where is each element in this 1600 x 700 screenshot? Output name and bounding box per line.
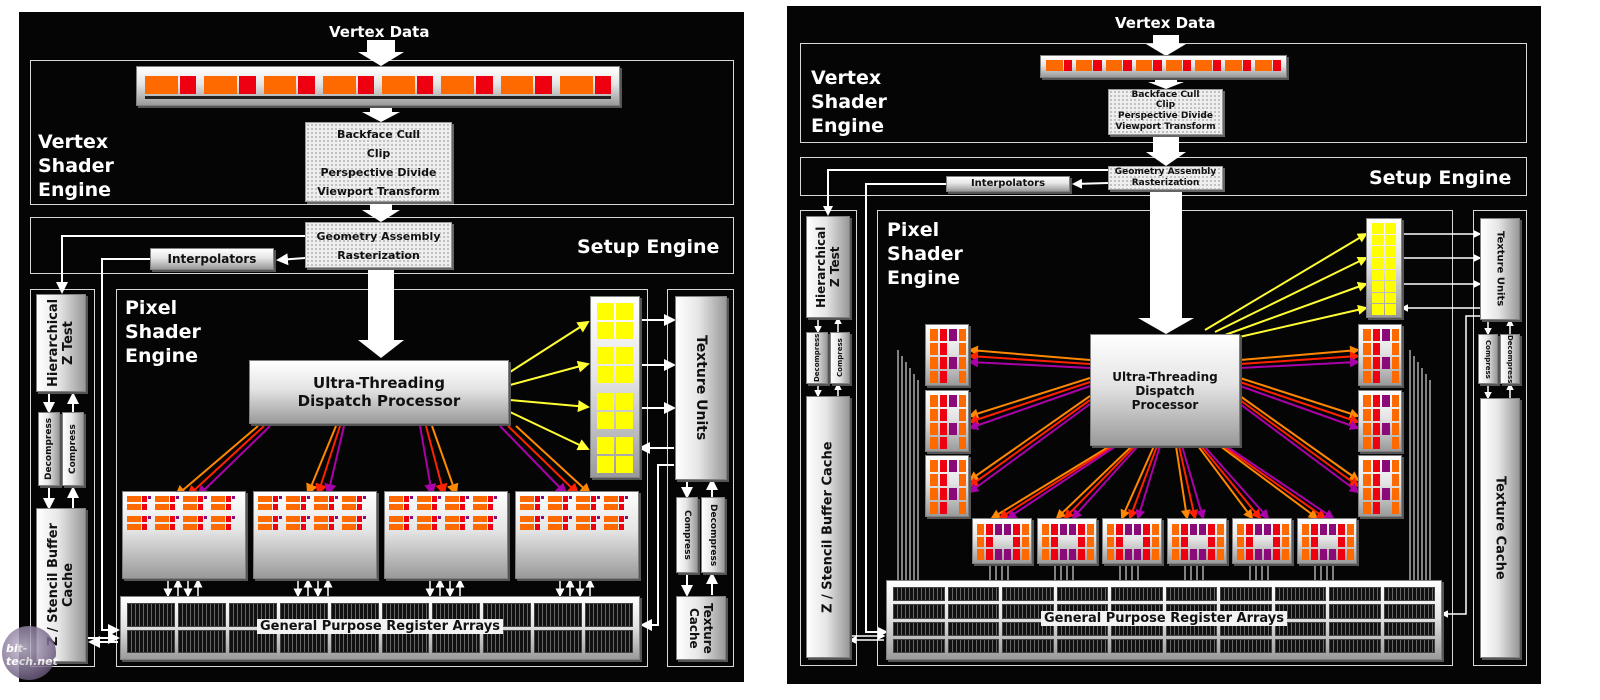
- right-shader-core: [972, 518, 1032, 564]
- left-texture-units-block: [675, 296, 727, 480]
- left-tex-decompress-label: Decompress: [708, 503, 718, 567]
- right-shader-core: [1358, 390, 1402, 452]
- left-texture-column-box: [667, 289, 734, 667]
- right-shader-core: [1297, 518, 1357, 564]
- left-gpr-label: General Purpose Register Arrays: [120, 619, 640, 634]
- left-geometry-assembly: Geometry Assembly: [316, 230, 441, 243]
- right-decompress-label: Decompress: [813, 333, 821, 383]
- right-gpr-label: General Purpose Register Arrays: [886, 611, 1442, 626]
- right-tex-decompress-label: Decompress: [1506, 334, 1514, 384]
- right-shader-core: [1232, 518, 1292, 564]
- left-fixed-function-block: [305, 122, 452, 202]
- right-dispatch-processor: [1090, 334, 1240, 446]
- right-viewport-transform: Viewport Transform: [1115, 122, 1216, 132]
- left-texture-cache-block: [676, 596, 726, 660]
- left-perspective-divide: Perspective Divide: [320, 166, 437, 179]
- left-viewport-transform: Viewport Transform: [317, 185, 440, 198]
- left-decompress-block: [38, 412, 60, 486]
- right-setup-engine-title: Setup Engine: [1369, 167, 1512, 189]
- left-shader-core: [253, 491, 377, 579]
- right-decompress-block: [806, 332, 828, 384]
- right-fixed-function-block: [1108, 89, 1223, 135]
- right-backface-cull: Backface Cull: [1131, 90, 1200, 100]
- right-clip: Clip: [1155, 100, 1176, 110]
- right-shader-core: [925, 455, 969, 517]
- right-z-stencil-label: Z / Stencil Buffer Cache: [820, 441, 836, 613]
- right-gpr-label-text: General Purpose Register Arrays: [1041, 611, 1287, 626]
- left-tex-decompress-block: [701, 497, 725, 573]
- watermark-text: bit-tech.net: [6, 642, 58, 668]
- right-interpolators-block: [946, 176, 1070, 192]
- right-shader-core: [925, 390, 969, 452]
- right-texture-column-box: [1473, 210, 1527, 666]
- bit-tech-logo: bit-tech.net: [2, 626, 58, 680]
- right-pixel-shader-engine-title: Pixel Shader Engine: [887, 219, 963, 289]
- right-vertex-shader-engine-title: Vertex Shader Engine: [811, 67, 887, 137]
- right-setup-block: [1108, 166, 1223, 190]
- left-vertex-fetch-bar: [136, 66, 620, 106]
- left-pixel-shader-engine-title: Pixel Shader Engine: [125, 297, 201, 367]
- right-compress-label: Compress: [836, 338, 844, 378]
- right-texture-units-block: [1480, 218, 1520, 320]
- right-texture-cache-label: Texture Cache: [1492, 476, 1508, 580]
- left-setup-engine-title: Setup Engine: [577, 236, 720, 258]
- left-shader-core: [122, 491, 246, 579]
- left-rasterization: Rasterization: [337, 249, 420, 262]
- right-tex-compress-label: Compress: [1484, 339, 1492, 379]
- left-setup-block: [305, 222, 452, 268]
- right-shader-core: [925, 324, 969, 386]
- right-hier-z-label: Hierarchical Z Test: [814, 226, 842, 308]
- right-shader-core: [1358, 455, 1402, 517]
- right-perspective-divide: Perspective Divide: [1118, 111, 1213, 121]
- left-shader-core: [515, 491, 639, 579]
- right-geometry-assembly: Geometry Assembly: [1114, 167, 1217, 177]
- left-texture-cache-label: Texture Cache: [687, 602, 715, 654]
- left-vertex-shader-engine-title: Vertex Shader Engine: [38, 131, 114, 201]
- right-compress-block: [830, 332, 850, 384]
- right-rasterization: Rasterization: [1131, 178, 1200, 188]
- left-dispatch-processor: [249, 360, 509, 424]
- right-vertex-data-label: Vertex Data: [1115, 14, 1216, 32]
- left-texture-units-label: Texture Units: [693, 335, 709, 441]
- left-backface-cull: Backface Cull: [336, 128, 421, 141]
- right-shader-core: [1102, 518, 1162, 564]
- left-gpr-block: [120, 596, 640, 660]
- left-interpolators-block: [150, 248, 274, 270]
- left-hier-z-block: [36, 294, 86, 392]
- left-clip: Clip: [366, 147, 391, 160]
- left-compress-block: [62, 412, 84, 486]
- left-dispatch-label: Ultra-Threading Dispatch Processor: [297, 374, 461, 410]
- right-shader-core: [1037, 518, 1097, 564]
- right-tex-decompress-block: [1500, 334, 1520, 384]
- left-vertex-units: [145, 76, 611, 94]
- left-vertex-data-label: Vertex Data: [329, 23, 430, 41]
- left-shader-core: [384, 491, 508, 579]
- right-z-stencil-cache: [806, 396, 850, 658]
- right-dispatch-label: Ultra-Threading Dispatch Processor: [1112, 370, 1218, 412]
- right-hier-z-block: [806, 216, 850, 318]
- left-interpolators-label: Interpolators: [167, 252, 257, 266]
- right-shader-core: [1167, 518, 1227, 564]
- left-tex-compress-block: [676, 497, 698, 573]
- left-gpr-label-text: General Purpose Register Arrays: [257, 619, 503, 634]
- right-interpolators-label: Interpolators: [970, 178, 1046, 189]
- left-texture-address-units: [590, 296, 640, 478]
- right-shader-core: [1358, 324, 1402, 386]
- right-vertex-fetch-bar: [1040, 55, 1287, 78]
- left-tex-compress-label: Compress: [682, 510, 692, 560]
- right-texture-cache-block: [1480, 398, 1520, 658]
- right-texture-address-units: [1366, 218, 1402, 318]
- right-texture-units-label: Texture Units: [1494, 231, 1506, 307]
- right-tex-compress-block: [1478, 334, 1498, 384]
